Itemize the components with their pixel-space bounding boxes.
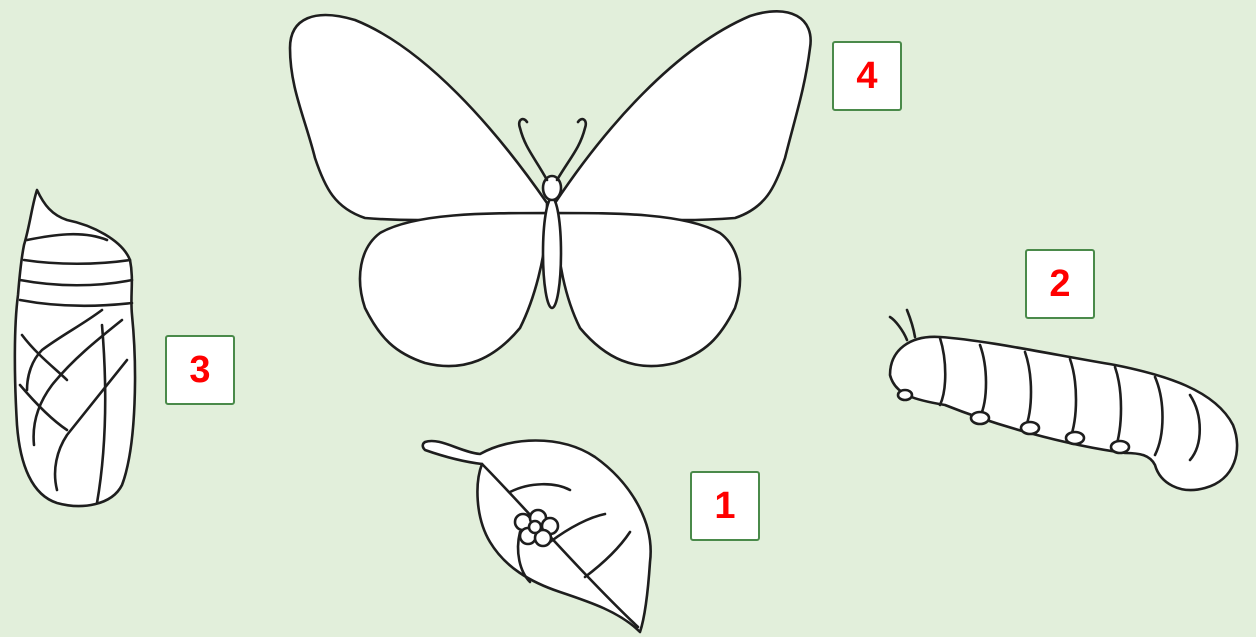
stage-number-3: 3 bbox=[165, 335, 235, 405]
stage-number-2: 2 bbox=[1025, 249, 1095, 319]
chrysalis-icon bbox=[12, 185, 142, 515]
butterfly-icon bbox=[285, 8, 825, 378]
stage-number-4: 4 bbox=[832, 41, 902, 111]
leaf-with-eggs-icon bbox=[420, 432, 665, 637]
caterpillar-icon bbox=[885, 305, 1240, 495]
stage-number-1: 1 bbox=[690, 471, 760, 541]
